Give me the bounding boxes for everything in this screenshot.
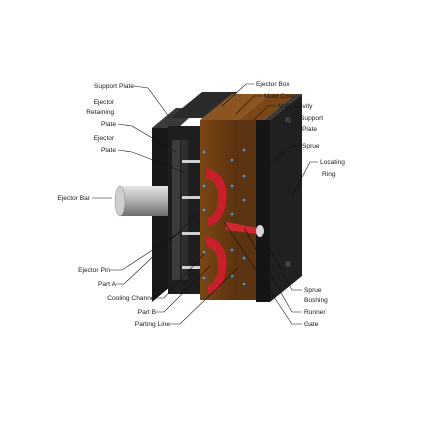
label-gate: Gate: [304, 321, 319, 328]
label-runner: Runner: [304, 309, 326, 316]
ejector-box: [170, 92, 238, 118]
label-sprue-bushing: Sprue Bushing: [304, 287, 328, 304]
runner: [226, 222, 258, 234]
label-locating-ring: Locating Ring: [320, 159, 347, 178]
part-a: [206, 168, 227, 226]
label-cooling-channel: Cooling Channel: [107, 295, 156, 302]
ejector-bar: [114, 185, 168, 217]
labels-left: Support Plate Ejector Retaining Plate Ej…: [57, 83, 170, 328]
label-parting-line: Parting Line: [135, 321, 171, 328]
label-part-b: Part B: [138, 309, 157, 316]
label-ejector-box: Ejector Box: [256, 81, 290, 88]
label-support-plate-right: Support Plate: [300, 115, 325, 133]
label-ejector-pin: Ejector Pin: [78, 267, 110, 274]
label-ejector-plate: Ejector Plate: [94, 135, 117, 154]
labels-right: Ejector Box Mold Core Mold Cavity Suppor…: [256, 81, 347, 328]
label-ejector-retaining-plate: Ejector Retaining Plate: [86, 99, 116, 128]
support-plate-right-side: [270, 94, 302, 302]
leader-lines: [92, 83, 318, 325]
label-mold-core: Mold Core: [264, 93, 295, 100]
support-plate-right: [256, 120, 270, 302]
mold-assembly: [114, 92, 302, 302]
ejector-retaining-plate: [172, 140, 180, 280]
ejector-plate: [181, 140, 188, 280]
part-b: [206, 236, 227, 294]
support-plate-right-top: [264, 94, 302, 120]
label-sprue: Sprue: [302, 143, 320, 150]
label-mold-cavity: Mold Cavity: [278, 103, 313, 110]
ejector-pins: [182, 160, 206, 269]
mold-core-top: [200, 94, 270, 120]
cooling-channels: [202, 148, 246, 286]
label-support-plate-left: Support Plate: [94, 83, 134, 90]
label-ejector-bar: Ejector Bar: [57, 195, 90, 202]
label-part-a: Part A: [98, 281, 117, 288]
